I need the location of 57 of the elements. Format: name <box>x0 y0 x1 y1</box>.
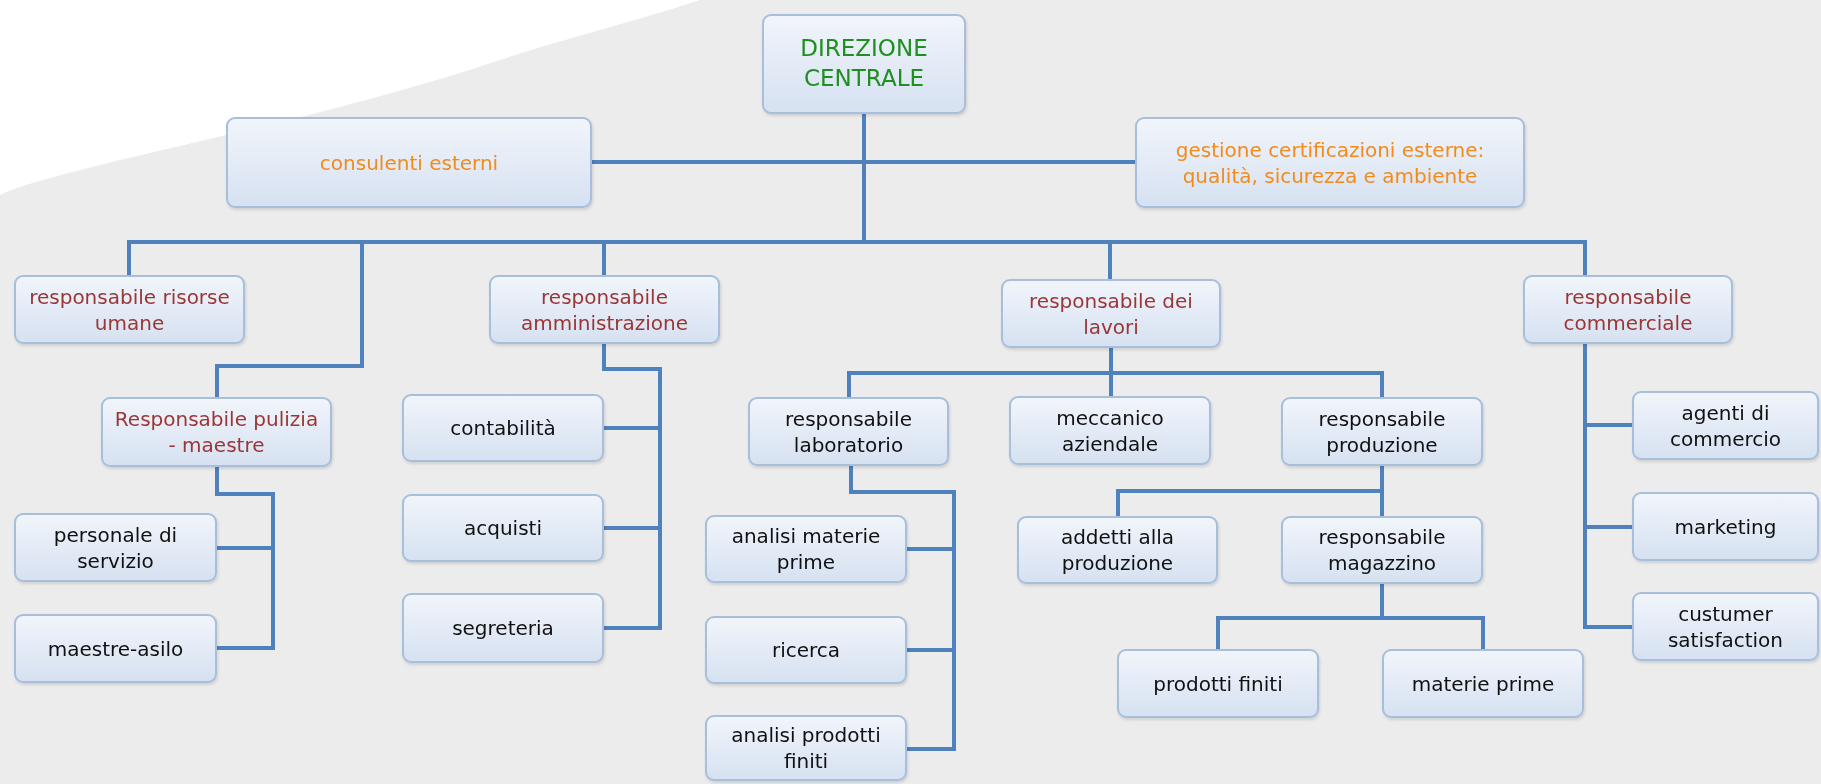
role-label: personale di servizio <box>52 521 179 574</box>
role-label: gestione certificazioni esterne: qualità, sicurezza e ambiente <box>1174 136 1486 189</box>
role-label: contabilità <box>450 415 556 441</box>
role-label: maestre-asilo <box>47 635 184 662</box>
org-box <box>14 275 245 344</box>
org-box <box>1281 516 1483 584</box>
role-label: responsabile commerciale <box>1562 283 1694 336</box>
role-label: custumer satisfaction <box>1666 600 1785 653</box>
role-label: acquisti <box>464 515 542 541</box>
role-label: Responsabile pulizia - maestre <box>113 406 320 458</box>
role-label: prodotti finiti <box>1153 670 1283 697</box>
org-box <box>1632 391 1819 460</box>
role-label: addetti alla produzione <box>1059 524 1176 576</box>
org-box <box>1382 649 1584 718</box>
org-box <box>14 513 217 582</box>
role-label: materie prime <box>1411 670 1555 697</box>
org-box <box>1281 397 1483 466</box>
role-label: responsabile produzione <box>1317 405 1447 458</box>
org-box <box>402 394 604 462</box>
role-label: responsabile magazzino <box>1317 524 1447 576</box>
org-box <box>1117 649 1319 718</box>
org-box <box>705 515 907 583</box>
org-box <box>748 397 949 466</box>
org-box <box>1017 516 1218 584</box>
org-box <box>1632 592 1819 661</box>
org-box <box>101 397 332 467</box>
role-label: analisi prodotti finiti <box>730 722 882 774</box>
org-box <box>1523 275 1733 344</box>
org-box <box>1632 492 1819 561</box>
role-label: responsabile dei lavori <box>1028 287 1194 340</box>
role-label: meccanico aziendale <box>1055 404 1165 457</box>
org-box <box>1135 117 1525 208</box>
role-label: responsabile risorse umane <box>28 283 231 336</box>
connector-line <box>1109 348 1384 397</box>
role-label: ricerca <box>771 637 841 663</box>
org-box <box>1009 396 1211 465</box>
role-label: analisi materie prime <box>730 523 882 575</box>
org-box <box>1001 279 1221 348</box>
org-box <box>226 117 592 208</box>
connector-line <box>602 344 662 630</box>
role-label: agenti di commercio <box>1668 399 1783 452</box>
org-box <box>705 715 907 781</box>
org-box <box>402 593 604 663</box>
org-box <box>402 494 604 562</box>
org-box <box>762 14 966 114</box>
connector-line <box>1380 584 1485 649</box>
role-label: consulenti esterni <box>319 149 499 176</box>
org-box <box>489 275 720 344</box>
role-label: segreteria <box>452 615 554 641</box>
role-label: marketing <box>1674 513 1777 540</box>
connector-line <box>1583 344 1632 629</box>
role-label: DIREZIONE CENTRALE <box>799 34 929 93</box>
org-box <box>14 614 217 683</box>
role-label: responsabile laboratorio <box>784 405 913 458</box>
connector-line <box>849 466 956 751</box>
org-box <box>705 616 907 684</box>
role-label: responsabile amministrazione <box>520 283 689 336</box>
